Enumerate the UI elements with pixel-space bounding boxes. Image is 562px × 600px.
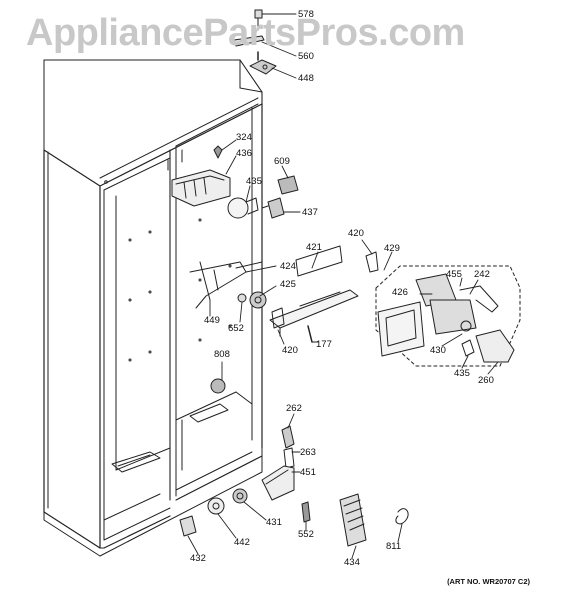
callout-448: 448: [298, 73, 314, 84]
callout-263: 263: [300, 447, 316, 458]
callout-260: 260: [478, 375, 494, 386]
cabinet-case: [43, 59, 263, 557]
callout-811: 811: [386, 541, 402, 552]
callout-442: 442: [234, 537, 250, 548]
callout-262: 262: [286, 403, 302, 414]
callout-426: 426: [392, 287, 408, 298]
callout-420b: 420: [282, 345, 298, 356]
callout-420a: 420: [348, 228, 364, 239]
callout-324: 324: [236, 132, 252, 143]
callout-437: 437: [302, 207, 318, 218]
callout-436: 436: [236, 148, 252, 159]
callout-449: 449: [204, 315, 220, 326]
callout-177: 177: [316, 339, 332, 350]
callout-429: 429: [384, 243, 400, 254]
callout-435a: 435: [246, 176, 262, 187]
sub-assembly-box: [375, 265, 521, 367]
callout-808: 808: [214, 349, 230, 360]
callout-424: 424: [280, 261, 296, 272]
callout-552: 552: [298, 529, 314, 540]
bottom-loose-parts: [179, 488, 409, 547]
callout-425: 425: [280, 279, 296, 290]
watermark: AppliancePartsPros.com: [26, 12, 465, 54]
top-hinge-parts: [233, 9, 277, 75]
control-bracket-parts: [189, 245, 379, 343]
callout-431: 431: [266, 517, 282, 528]
leader-lines: [187, 13, 499, 559]
callout-560: 560: [298, 51, 314, 62]
callout-578: 578: [298, 9, 314, 20]
lower-hinge-parts: [261, 425, 295, 501]
callout-652: 652: [228, 323, 244, 334]
callout-430: 430: [430, 345, 446, 356]
callout-242: 242: [474, 269, 490, 280]
callout-421: 421: [306, 242, 322, 253]
callout-434: 434: [344, 557, 360, 568]
plug-808: [210, 378, 226, 394]
callout-435b: 435: [454, 368, 470, 379]
callout-451: 451: [300, 467, 316, 478]
art-number: (ART NO. WR20707 C2): [447, 577, 530, 586]
callout-455: 455: [446, 269, 462, 280]
callout-432: 432: [190, 553, 206, 564]
light-housing-parts: [171, 145, 299, 219]
callout-609: 609: [274, 156, 290, 167]
